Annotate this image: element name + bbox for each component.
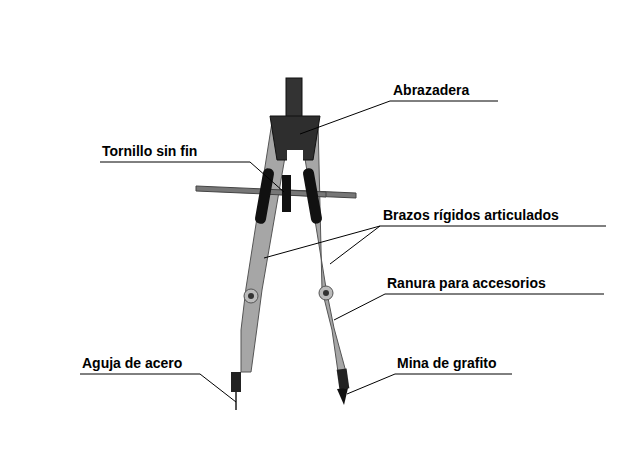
- leader-lines: [80, 101, 606, 402]
- graphite-lead: [337, 388, 348, 405]
- right-pivot: [319, 286, 333, 300]
- part-label: Ranura para accesorios: [387, 275, 546, 291]
- part-label: Tornillo sin fin: [102, 143, 197, 159]
- part-label: Abrazadera: [393, 82, 469, 98]
- part-label: Aguja de acero: [82, 355, 182, 371]
- left-slot: [254, 168, 275, 225]
- right-pivot-dot: [323, 290, 329, 296]
- left-pivot: [244, 289, 258, 303]
- right-slot: [302, 167, 323, 224]
- lead-holder: [337, 368, 350, 389]
- worm-screw: [282, 175, 291, 212]
- handle: [286, 78, 302, 118]
- left-pivot-dot: [248, 293, 254, 299]
- needle-holder: [231, 372, 241, 392]
- part-label: Brazos rígidos articulados: [383, 207, 559, 223]
- part-label: Mina de grafito: [397, 355, 497, 371]
- clamp-gap: [287, 150, 303, 164]
